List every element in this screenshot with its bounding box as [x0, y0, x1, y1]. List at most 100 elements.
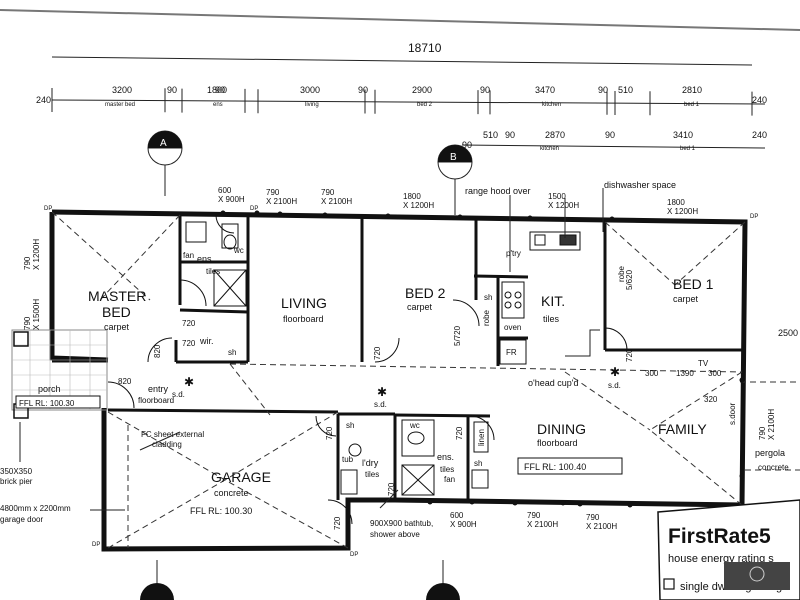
firstrate-panel: FirstRate5 house energy rating s single … — [657, 499, 800, 600]
dim-top-4: 90 — [215, 85, 225, 95]
fr-label: FR — [506, 348, 517, 357]
master-bed-floor: carpet — [104, 322, 130, 332]
win-1500-1200-kit-1: X 1200H — [548, 201, 579, 210]
dim-top-10: 90 — [598, 85, 608, 95]
ens-bottom-name: ens. — [437, 452, 454, 462]
section-a-label: A — [160, 138, 167, 149]
dim-row2-0: 90 — [462, 140, 472, 150]
win-790-2100-bottom-b-0: 790 — [586, 513, 600, 522]
dim-top-8: 90 — [480, 85, 490, 95]
door-720-bed1: 720 — [625, 348, 634, 362]
door-720-bed2: 720 — [373, 346, 382, 360]
section-marker-b-bottom — [426, 560, 460, 600]
dim-row2-4: 90 — [605, 130, 615, 140]
dim-row2-6: 240 — [752, 130, 767, 140]
entry-floor: floorboard — [138, 396, 174, 405]
pergola-label: pergola — [755, 448, 785, 458]
win-790-2100-bottom-a-0: 790 — [527, 511, 541, 520]
scan-edge — [0, 9, 800, 31]
dim-row2-3: 2870 — [545, 130, 565, 140]
leader-lines — [19, 188, 604, 511]
win-790-1500-left-1: X 1500H — [32, 299, 41, 330]
garage-name: GARAGE — [211, 469, 271, 485]
interior-walls — [107, 215, 742, 500]
svg-text:✱: ✱ — [184, 375, 194, 389]
bathroom-fixtures — [185, 221, 489, 496]
win-600-900-bottom-1: X 900H — [450, 520, 477, 529]
win-1800-1200-bed1-1: X 1200H — [667, 207, 698, 216]
door-720-garage: 720 — [333, 516, 342, 530]
dim-row2-5: 3410 — [673, 130, 693, 140]
fc-sheet-line-1: FC sheet external — [141, 430, 204, 439]
century21-logo — [724, 562, 790, 590]
win-790-1200-left-1: X 1200H — [32, 239, 41, 270]
tub-ldry: tub — [342, 455, 354, 464]
ohead-label: o'head cup'd — [528, 378, 578, 388]
dim-row-1 — [51, 99, 766, 105]
ens-top-floor: tiles — [206, 267, 220, 276]
win-1800-1200-bed1-0: 1800 — [667, 198, 685, 207]
dim-300b: 300 — [708, 369, 722, 378]
win-790-2100-b-0: 790 — [321, 188, 335, 197]
firstrate-checkbox — [663, 578, 675, 590]
dim-320: 320 — [704, 395, 718, 404]
section-marker-a-bottom — [140, 560, 174, 600]
dim-300a: 300 — [645, 369, 659, 378]
dim-top-5: 3000 — [300, 85, 320, 95]
dim-row2-1: 510 — [483, 130, 498, 140]
brick-pier-line-2: brick pier — [0, 477, 33, 486]
win-600-900-bottom-0: 600 — [450, 511, 464, 520]
sd-hall: s.d. — [374, 400, 387, 409]
fan-label: fan — [183, 251, 194, 260]
kit-floor: tiles — [543, 314, 560, 324]
dim-top-3: 1800 — [207, 85, 227, 95]
oven-label: oven — [504, 323, 521, 332]
dim-top-6: 90 — [358, 85, 368, 95]
living-name: LIVING — [281, 295, 327, 311]
ldry-name: l'dry — [362, 458, 379, 468]
ens-bottom-fan: fan — [444, 475, 455, 484]
ptry-label: p'try — [506, 249, 521, 258]
bed2-floor: carpet — [407, 302, 433, 312]
section-marker-b-top: B — [437, 144, 473, 215]
door-820-entry: 820 — [118, 377, 132, 386]
family-name: FAMILY — [658, 421, 707, 437]
fc-sheet-line-2: cladding — [152, 440, 182, 449]
dim-row-2 — [461, 144, 766, 149]
tv-label: TV — [698, 359, 709, 368]
sh-wir: sh — [228, 348, 236, 357]
dim-top-room-3: bed 2 — [417, 102, 433, 108]
wir-name: wir. — [199, 336, 214, 346]
dim-top-room-4: kitchen — [542, 102, 561, 108]
svg-text:✱: ✱ — [377, 385, 387, 399]
garage-floor: concrete — [214, 488, 249, 498]
dim-top-9: 3470 — [535, 85, 555, 95]
win-790-2100-bottom-a-1: X 2100H — [527, 520, 558, 529]
ffl-dining-box — [517, 457, 623, 475]
ffl-garage: FFL RL: 100.30 — [190, 506, 252, 516]
range-hood-label: range hood over — [465, 186, 531, 196]
garage-door-line-2: garage door — [0, 515, 43, 524]
room-labels: MASTER BED carpet ens. tiles fan wir. LI… — [38, 249, 714, 498]
wc-top: wc — [233, 246, 244, 255]
sh-kit: sh — [484, 293, 492, 302]
dining-name: DINING — [537, 421, 586, 437]
dim-top-room-1: ens — [213, 102, 223, 108]
kitchen-bench — [499, 231, 581, 365]
win-790-1500-left-0: 790 — [23, 316, 32, 330]
window-markers — [49, 210, 745, 508]
dp-2: DP — [250, 206, 258, 212]
firstrate-title: FirstRate5 — [668, 525, 771, 548]
overall-dim: 18710 — [408, 41, 442, 55]
garage-door-line-1: 4800mm x 2200mm — [0, 504, 71, 513]
door-5-620: 5/620 — [625, 269, 634, 290]
sd-family: s.d. — [608, 381, 621, 390]
dim-top-13: 240 — [752, 95, 767, 105]
win-1800-1200-bed2-0: 1800 — [403, 192, 421, 201]
win-790-2100-a-0: 790 — [266, 188, 280, 197]
dim-top-2: 90 — [167, 85, 177, 95]
bed2-name: BED 2 — [405, 285, 446, 301]
